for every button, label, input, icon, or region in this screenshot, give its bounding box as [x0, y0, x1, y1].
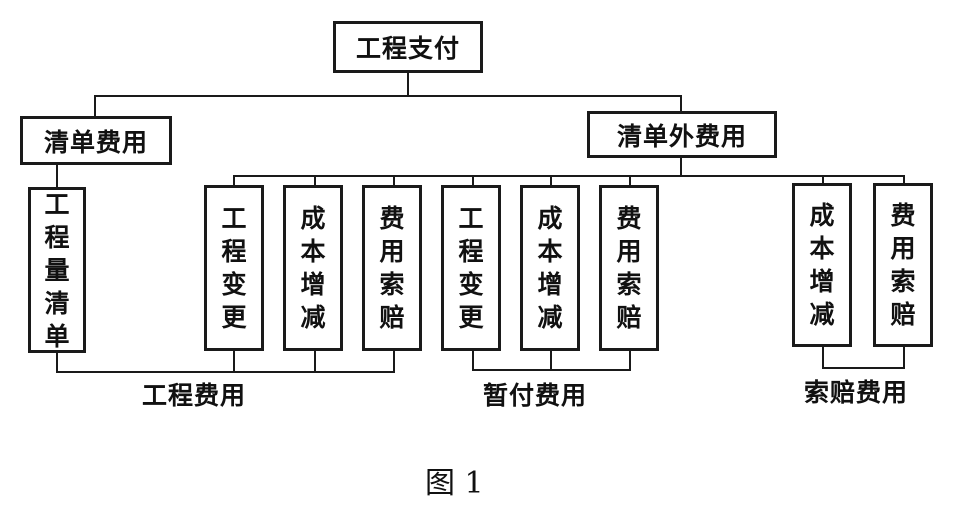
- child-stem-5: [550, 175, 552, 185]
- child-stem-3: [393, 175, 395, 185]
- leaf-node-feiyongsuopei-1: 费用索赔: [362, 185, 422, 351]
- branch-node-qingdan: 清单费用: [20, 116, 172, 165]
- leaf-node-chengbenzengjian-1: 成本增减: [283, 185, 343, 351]
- child-stem-2: [314, 175, 316, 185]
- group3-bracket-left: [822, 346, 824, 368]
- leaf-node-feiyongsuopei-3: 费用索赔: [873, 183, 933, 347]
- group1-bracket-mid2: [314, 350, 316, 372]
- group1-bracket-bar: [56, 371, 395, 373]
- qingdan-to-item-connector: [56, 164, 58, 188]
- group1-bracket-right: [393, 350, 395, 372]
- child-stem-8: [903, 175, 905, 185]
- leaf-node-chengbenzengjian-2: 成本增减: [520, 185, 580, 351]
- group3-bracket-bar: [822, 367, 905, 369]
- figure-label: 图 1: [425, 466, 484, 501]
- leaf-node-gongchengliangqingdan: 工程量清单: [28, 187, 86, 353]
- branch-left-stem: [94, 95, 96, 117]
- branch-right-stem: [680, 95, 682, 112]
- group2-bracket-right: [629, 350, 631, 370]
- leaf-node-chengbenzengjian-3: 成本增减: [792, 183, 852, 347]
- group-label-gongchengfeiyong: 工程费用: [142, 381, 247, 410]
- group-label-suopeifeiyong: 索赔费用: [804, 378, 909, 407]
- group2-bracket-mid: [550, 350, 552, 370]
- child-stem-7: [822, 175, 824, 185]
- child-stem-6: [629, 175, 631, 185]
- leaf-node-gongchengbiangeng-1: 工程变更: [204, 185, 264, 351]
- branch-node-qingdanwai: 清单外费用: [587, 111, 777, 158]
- child-stem-1: [233, 175, 235, 185]
- group1-bracket-left: [56, 352, 58, 372]
- outer-children-connector: [233, 175, 904, 177]
- leaf-node-feiyongsuopei-2: 费用索赔: [599, 185, 659, 351]
- root-branch-connector: [94, 95, 681, 97]
- group1-bracket-mid1: [233, 350, 235, 372]
- leaf-node-gongchengbiangeng-2: 工程变更: [441, 185, 501, 351]
- group-label-zanfufeiyong: 暂付费用: [483, 381, 588, 410]
- child-stem-4: [472, 175, 474, 185]
- group2-bracket-bar: [472, 369, 631, 371]
- group3-bracket-right: [903, 346, 905, 368]
- group2-bracket-left: [472, 350, 474, 370]
- root-node: 工程支付: [333, 21, 483, 73]
- root-stem-connector: [407, 72, 409, 96]
- outer-stem-connector: [680, 157, 682, 176]
